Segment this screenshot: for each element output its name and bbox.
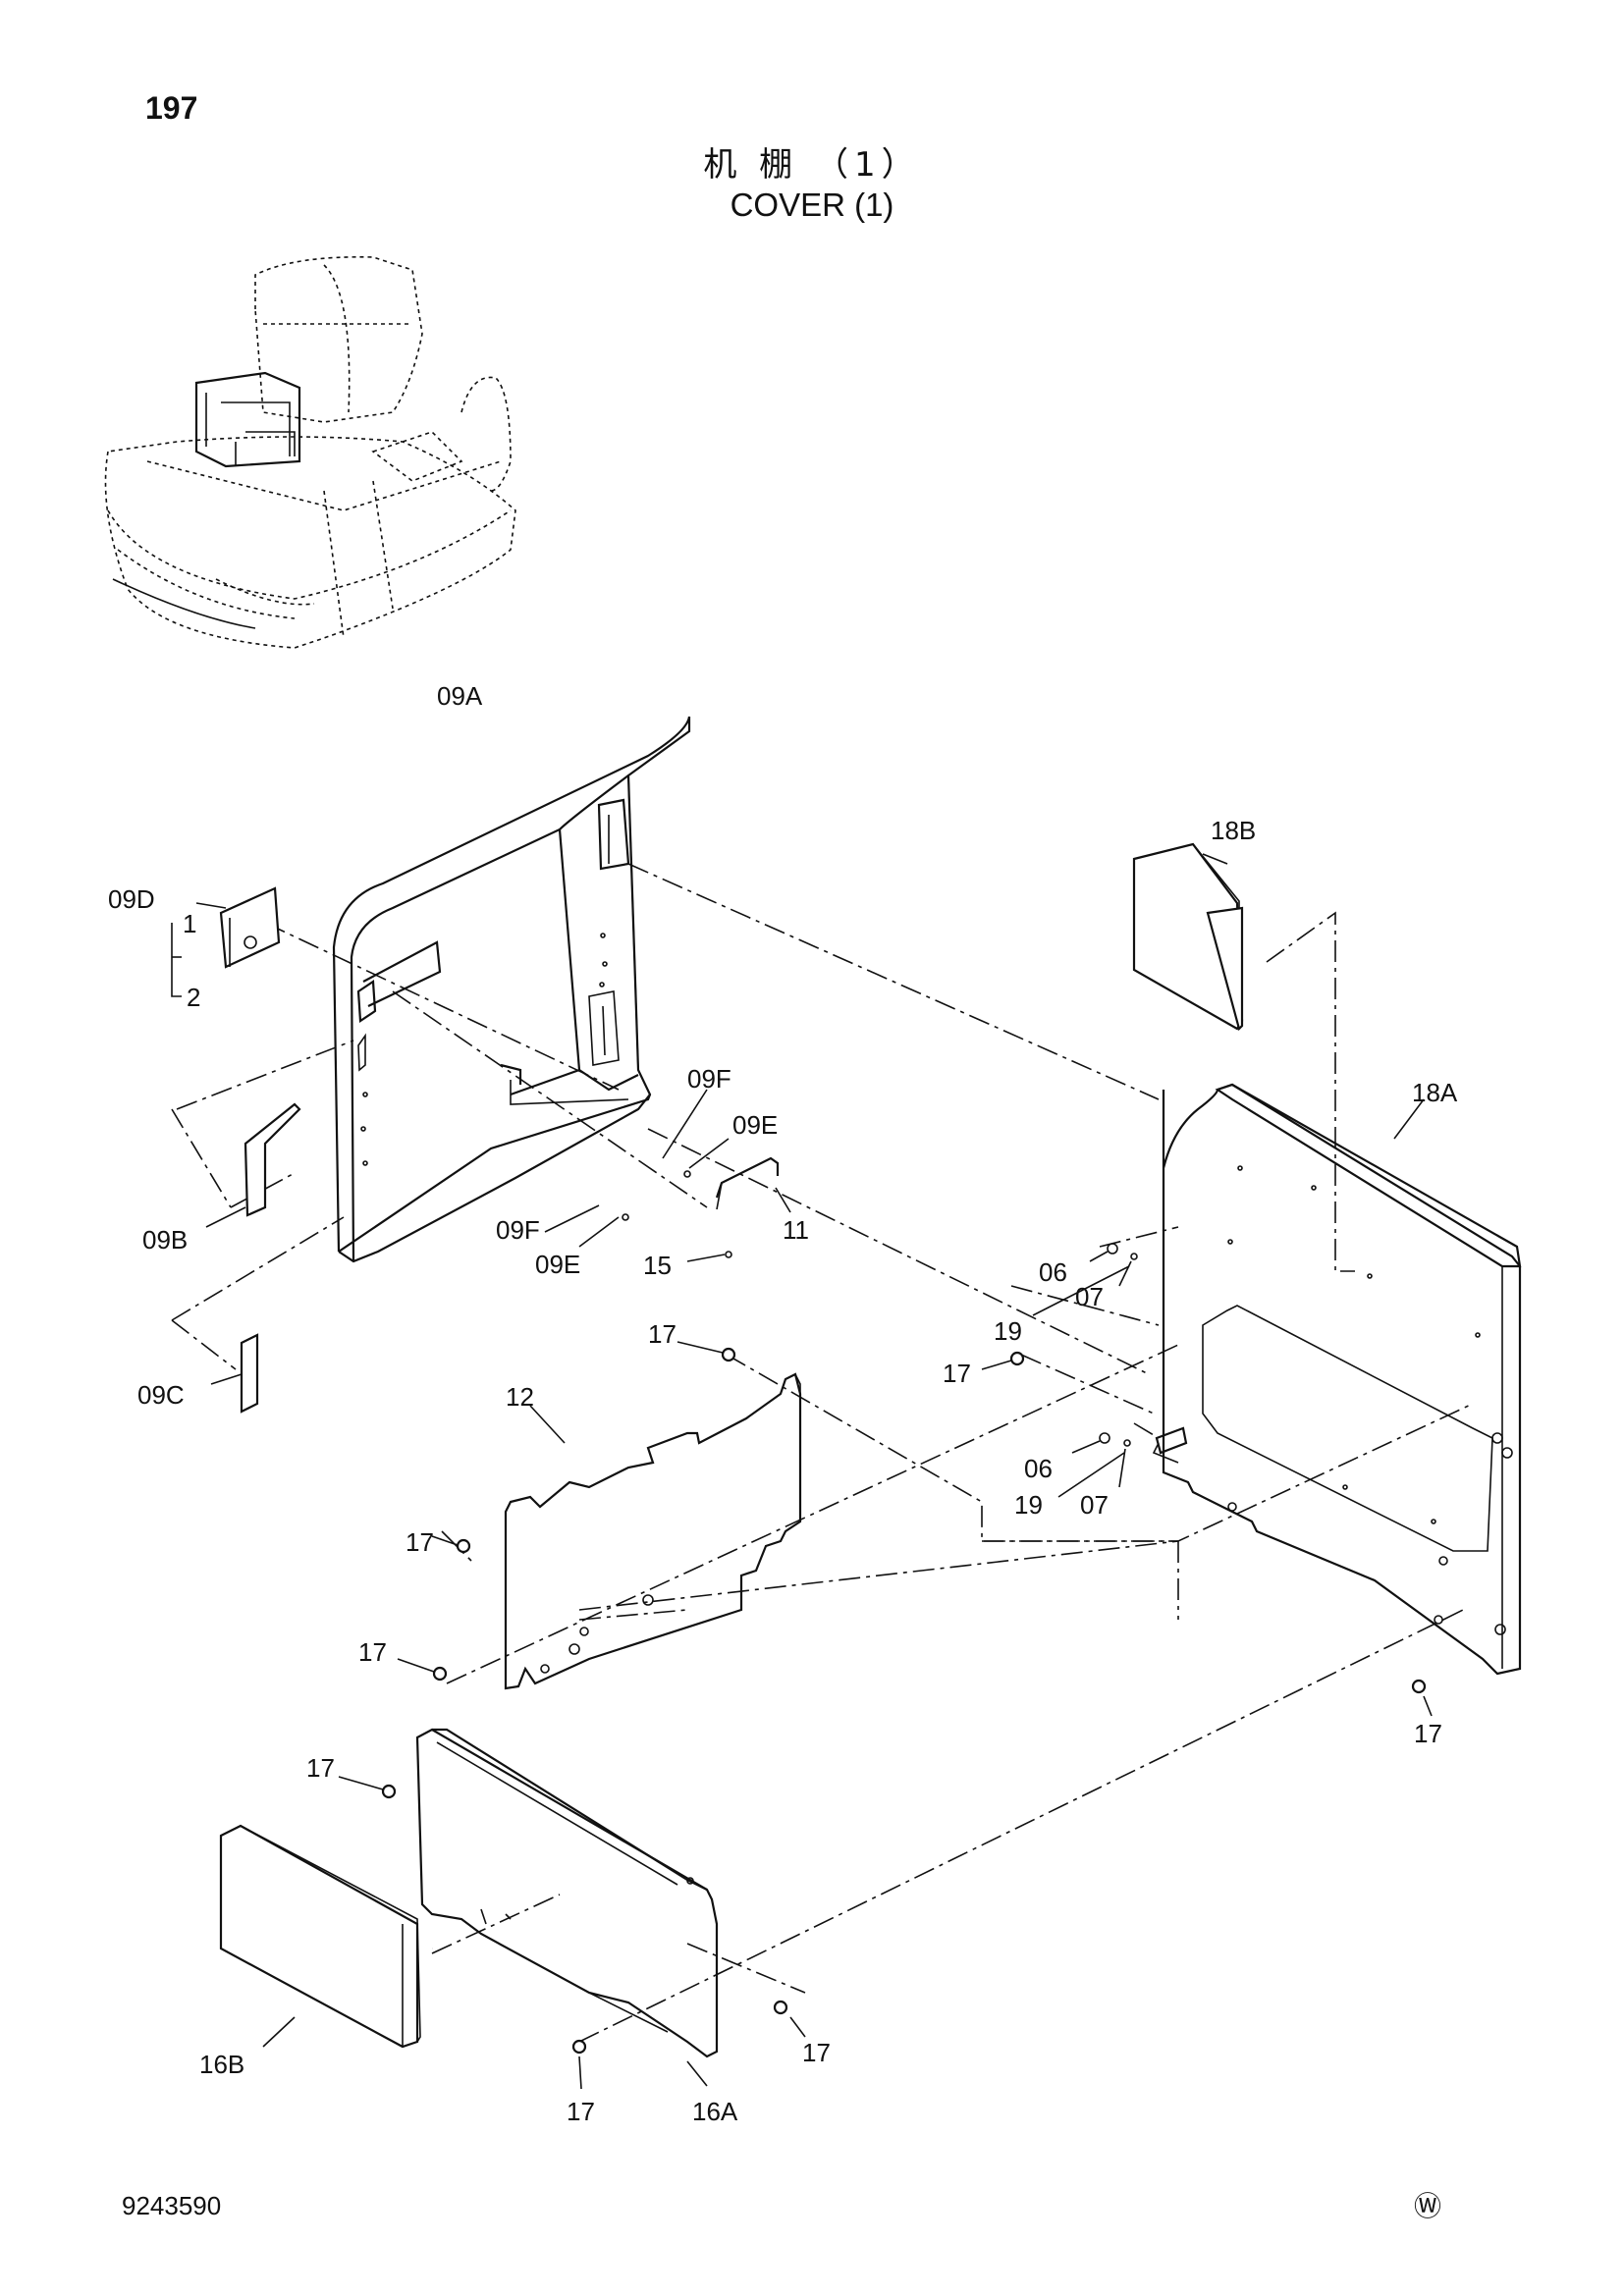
callout-09D: 09D [108, 884, 155, 914]
callout-17-a: 17 [648, 1319, 677, 1349]
callout-19-upper: 19 [994, 1316, 1022, 1346]
callout-07-upper: 07 [1075, 1282, 1104, 1311]
callout-17-f: 17 [1414, 1719, 1442, 1748]
callout-19-lower: 19 [1014, 1490, 1043, 1520]
callout-labels: 09A 09D 1 2 09B 09C 09F 09E 09F 09E 11 1… [108, 681, 1458, 2126]
callout-17-d: 17 [358, 1637, 387, 1667]
callout-09E-upper: 09E [732, 1110, 778, 1140]
callout-12: 12 [506, 1382, 534, 1412]
callout-16A: 16A [692, 2097, 738, 2126]
hardware-06-07-19-upper [1032, 1243, 1138, 1316]
callout-17-b: 17 [943, 1359, 971, 1388]
callout-09F-lower: 09F [496, 1215, 540, 1245]
callout-2: 2 [187, 983, 200, 1012]
fasteners-09E-09F [544, 1089, 730, 1248]
callout-09F-upper: 09F [687, 1064, 731, 1094]
part-18A-side-panel [1152, 1083, 1522, 1676]
callout-17-e: 17 [306, 1753, 335, 1783]
callout-17-g: 17 [802, 2038, 831, 2067]
part-15-screw [686, 1251, 732, 1262]
bolts-17 [338, 1341, 1433, 2090]
callout-17-c: 17 [406, 1527, 434, 1557]
callout-17-h: 17 [567, 2097, 595, 2126]
document-number: 9243590 [122, 2191, 222, 2220]
callout-09B: 09B [142, 1225, 188, 1255]
part-12-plate [504, 1372, 802, 1690]
hardware-06-07-19-lower [1057, 1432, 1131, 1498]
w-mark: Ⓦ [1414, 2191, 1442, 2221]
callout-18B: 18B [1211, 816, 1256, 845]
part-09B-strip [205, 1102, 301, 1228]
callout-1: 1 [183, 909, 196, 938]
callout-09C: 09C [137, 1380, 185, 1410]
callout-15: 15 [643, 1251, 672, 1280]
machine-overview-sketch [104, 256, 516, 649]
part-09A-front-frame [332, 716, 691, 1263]
page-title-english: COVER (1) [730, 187, 894, 223]
callout-16B: 16B [199, 2050, 244, 2079]
assembly-lines [171, 863, 1474, 2043]
part-09C-strip [210, 1333, 259, 1414]
callout-06-upper: 06 [1039, 1257, 1067, 1287]
callout-09E-lower: 09E [535, 1250, 580, 1279]
part-16B-pad [219, 1824, 421, 2049]
callout-09A: 09A [437, 681, 483, 711]
page-title-chinese: 机 棚 （1） [703, 145, 921, 185]
callout-18A: 18A [1412, 1078, 1458, 1107]
callout-06-lower: 06 [1024, 1454, 1053, 1483]
part-11-clip [715, 1156, 791, 1213]
part-09D-bracket [171, 886, 281, 997]
part-18B-pad [1132, 842, 1244, 1032]
page-number: 197 [145, 90, 198, 126]
callout-07-lower: 07 [1080, 1490, 1109, 1520]
callout-11: 11 [783, 1215, 809, 1245]
part-16A-front-panel [415, 1728, 719, 2087]
